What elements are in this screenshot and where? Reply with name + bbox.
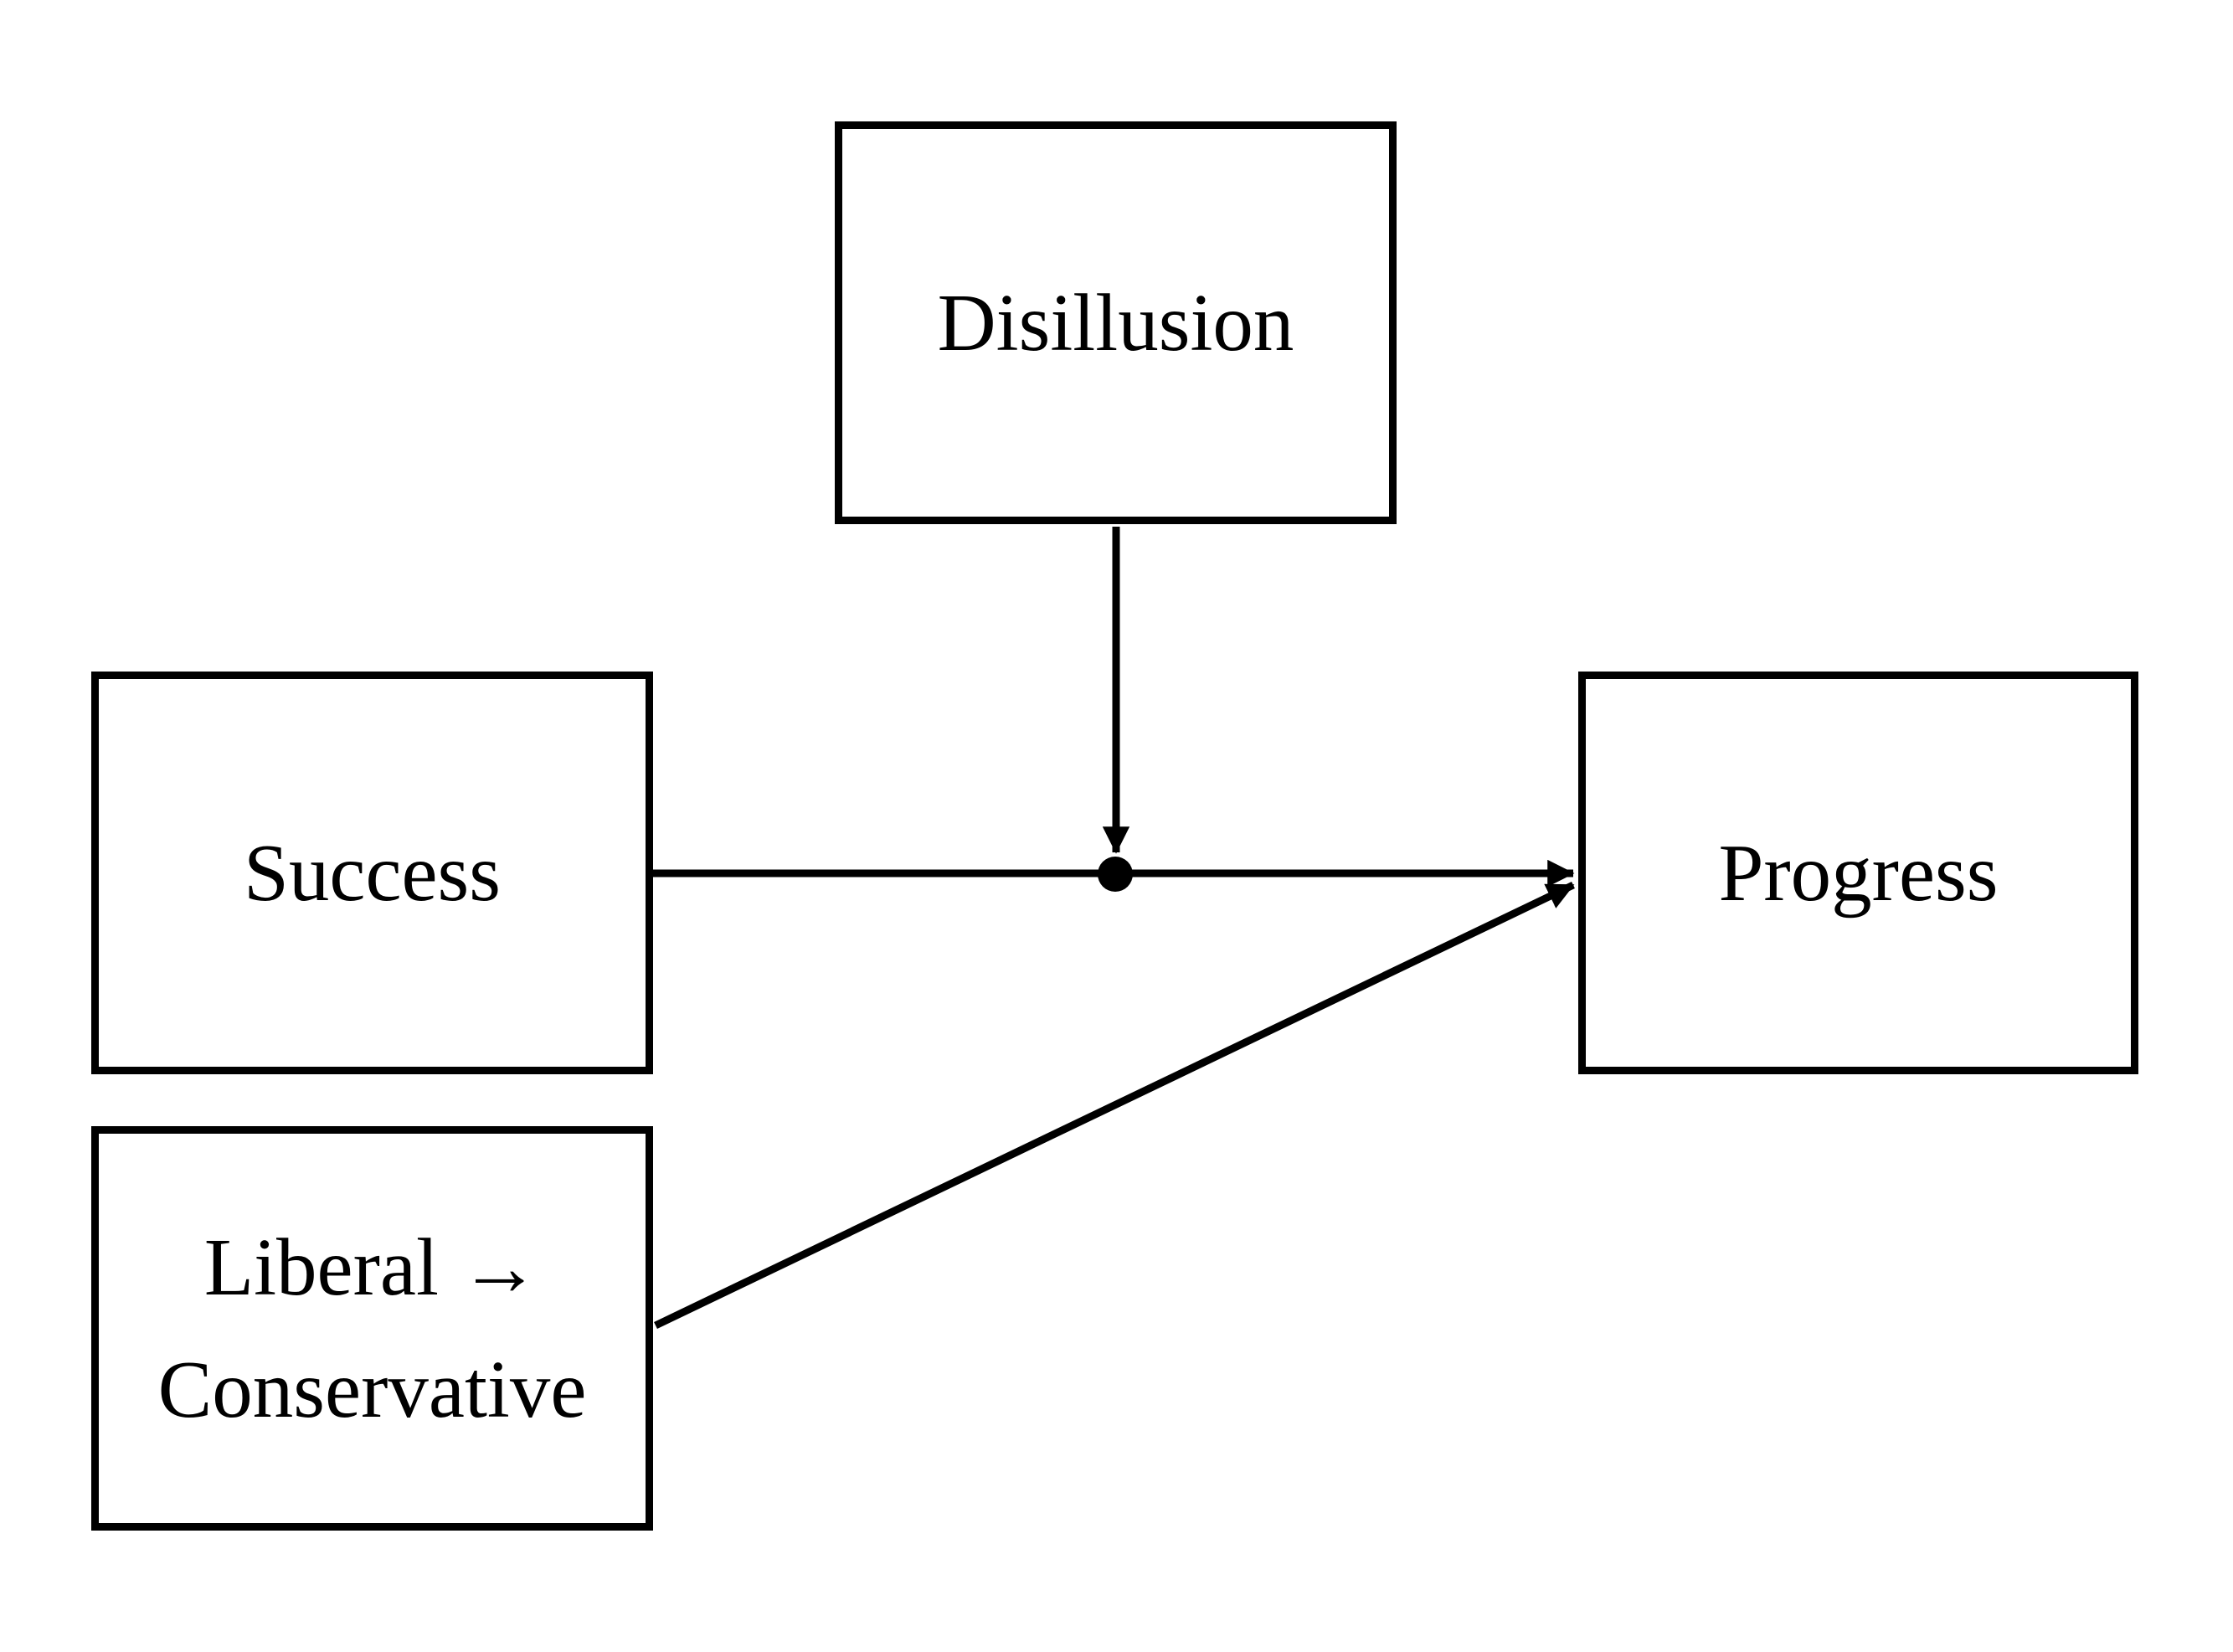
node-success: Success xyxy=(91,672,653,1074)
interaction-dot xyxy=(1098,857,1133,892)
node-liberal-conservative-line2: Conservative xyxy=(157,1344,587,1434)
node-disillusion: Disillusion xyxy=(835,121,1397,524)
node-progress: Progress xyxy=(1578,672,2138,1074)
node-success-label: Success xyxy=(243,827,502,918)
node-liberal-conservative-label: Liberal → Conservative xyxy=(158,1207,587,1450)
liberal-to-progress-arrow xyxy=(654,881,1575,1330)
node-progress-label: Progress xyxy=(1718,827,1999,918)
node-disillusion-label: Disillusion xyxy=(937,277,1294,368)
node-liberal-conservative-line1: Liberal → xyxy=(203,1222,541,1312)
node-liberal-conservative: Liberal → Conservative xyxy=(91,1126,653,1531)
